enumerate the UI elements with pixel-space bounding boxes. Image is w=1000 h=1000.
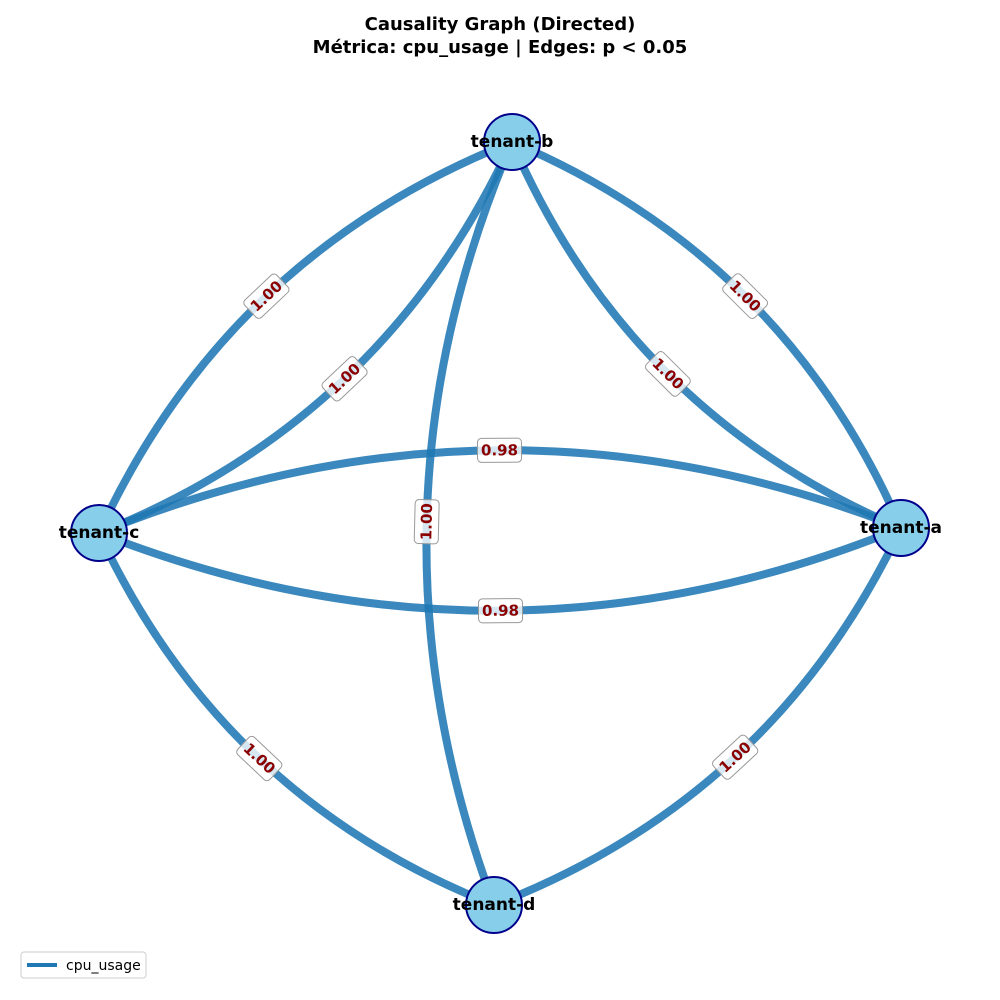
node-tenant-c: tenant-c: [59, 504, 140, 562]
edge-label-tenant-a-to-tenant-c: 0.98: [476, 437, 523, 463]
node-circle: [465, 876, 523, 934]
node-tenant-d: tenant-d: [453, 876, 536, 934]
edge-tenant-b-to-tenant-d: [422, 138, 516, 909]
legend-label-cpu-usage: cpu_usage: [66, 958, 141, 974]
edge-tenant-d-to-tenant-a: [490, 524, 905, 909]
node-circle: [872, 499, 930, 557]
edge-weight-label: 0.98: [481, 441, 518, 459]
edge-label-box: [476, 437, 523, 463]
legend-frame: [20, 951, 147, 979]
edge-label-box: [413, 499, 440, 545]
nodes-layer: tenant-a tenant-b tenant-c tenant-d: [59, 113, 942, 934]
edge-weight-label: 1.00: [417, 503, 436, 540]
edge-label-box: [243, 273, 290, 319]
legend: cpu_usage: [20, 951, 147, 979]
node-label: tenant-b: [471, 132, 554, 152]
graph-title: Causality Graph (Directed): [365, 14, 636, 35]
node-tenant-a: tenant-a: [860, 499, 942, 557]
edge-label-tenant-a-to-tenant-b: 1.00: [722, 273, 769, 319]
node-label: tenant-d: [453, 895, 536, 915]
edge-label-box: [236, 735, 283, 782]
edge-label-tenant-c-to-tenant-a: 0.98: [477, 598, 524, 624]
node-tenant-b: tenant-b: [471, 113, 554, 171]
edge-label-box: [321, 356, 368, 402]
edge-label-box: [722, 273, 769, 319]
graph-subtitle: Métrica: cpu_usage | Edges: p < 0.05: [313, 37, 688, 58]
edge-weight-label: 0.98: [482, 602, 519, 620]
edge-label-box: [712, 734, 759, 780]
node-circle: [70, 504, 128, 562]
node-label: tenant-a: [860, 518, 942, 538]
node-circle: [483, 113, 541, 171]
edge-label-box: [644, 351, 691, 397]
edge-label-tenant-c-to-tenant-d: 1.00: [236, 735, 283, 782]
edge-label-tenant-b-to-tenant-d: 1.00: [413, 499, 440, 545]
edge-label-box: [477, 598, 524, 624]
node-label: tenant-c: [59, 523, 140, 543]
edges-layer: [95, 138, 905, 909]
